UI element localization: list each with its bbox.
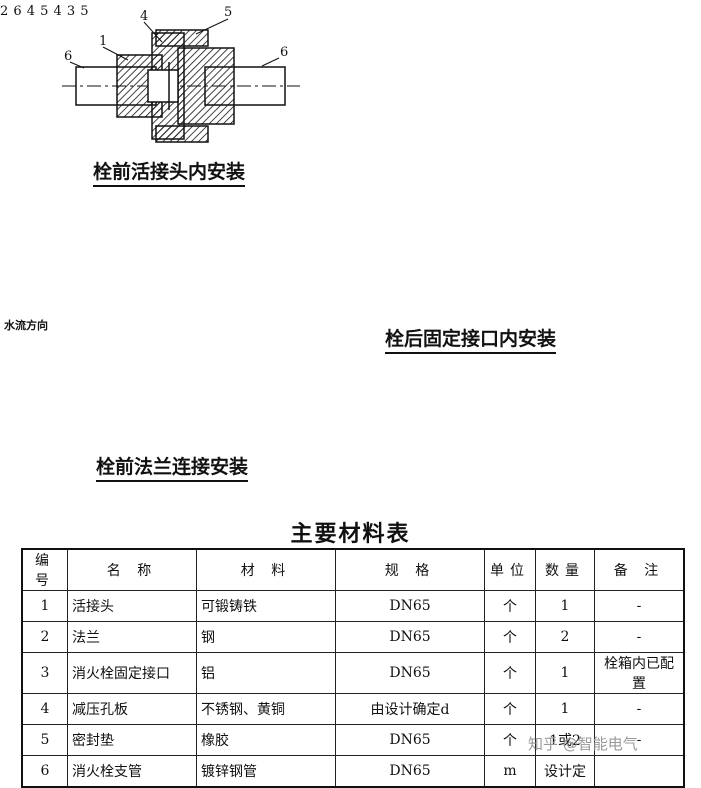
cell-no: 5 bbox=[21, 724, 68, 756]
cell-name: 活接头 bbox=[67, 590, 197, 622]
cell-remark: - bbox=[594, 590, 685, 622]
part-number: 6 bbox=[13, 4, 22, 19]
cell-material: 铝 bbox=[196, 652, 336, 694]
cell-qty: 1 bbox=[535, 590, 595, 622]
cell-spec: DN65 bbox=[335, 724, 485, 756]
cell-no: 2 bbox=[21, 621, 68, 653]
part-number: 5 bbox=[40, 4, 49, 19]
cell-no: 1 bbox=[21, 590, 68, 622]
cell-material: 镀锌钢管 bbox=[196, 755, 336, 788]
installation-drawings: 1 4 5 6 6 bbox=[62, 5, 300, 143]
cell-remark: - bbox=[594, 621, 685, 653]
part-number: 6 bbox=[64, 49, 72, 64]
cell-spec: DN65 bbox=[335, 755, 485, 788]
table-row: 1 活接头 可锻铸铁 DN65 个 1 - bbox=[21, 590, 685, 622]
caption-union-install: 栓前活接头内安装 bbox=[93, 157, 246, 187]
cell-remark bbox=[594, 755, 685, 788]
header-no: 编号 bbox=[21, 548, 68, 591]
cell-qty: 2 bbox=[535, 621, 595, 653]
part-number: 4 bbox=[53, 4, 62, 19]
cell-qty: 设计定 bbox=[535, 755, 595, 788]
cell-name: 密封垫 bbox=[67, 724, 197, 756]
cell-material: 橡胶 bbox=[196, 724, 336, 756]
table-title: 主要材料表 bbox=[290, 522, 411, 547]
cell-material: 不锈钢、黄铜 bbox=[196, 693, 336, 725]
table-header-row: 编号 名 称 材 料 规 格 单位 数量 备 注 bbox=[21, 548, 685, 591]
cell-remark: - bbox=[594, 724, 685, 756]
materials-table: 编号 名 称 材 料 规 格 单位 数量 备 注 1 活接头 可锻铸铁 DN65… bbox=[21, 548, 685, 788]
cell-spec: DN65 bbox=[335, 621, 485, 653]
cell-unit: 个 bbox=[484, 652, 536, 694]
part-number: 6 bbox=[280, 45, 288, 60]
header-remark: 备 注 bbox=[594, 548, 685, 591]
table-row: 4 减压孔板 不锈钢、黄铜 由设计确定d 个 1 - bbox=[21, 693, 685, 725]
cell-unit: 个 bbox=[484, 724, 536, 756]
header-spec: 规 格 bbox=[335, 548, 485, 591]
header-unit: 单位 bbox=[484, 548, 536, 591]
table-row: 6 消火栓支管 镀锌钢管 DN65 m 设计定 bbox=[21, 755, 685, 788]
part-number: 5 bbox=[224, 5, 232, 20]
header-name: 名 称 bbox=[67, 548, 197, 591]
part-number: 5 bbox=[80, 4, 89, 19]
cell-remark: 栓箱内已配置 bbox=[594, 652, 685, 694]
cell-name: 法兰 bbox=[67, 621, 197, 653]
part-number: 4 bbox=[140, 9, 148, 24]
cell-qty: 1 bbox=[535, 652, 595, 694]
cell-no: 6 bbox=[21, 755, 68, 788]
cell-no: 4 bbox=[21, 693, 68, 725]
table-row: 2 法兰 钢 DN65 个 2 - bbox=[21, 621, 685, 653]
cell-qty: 1 bbox=[535, 693, 595, 725]
part-number: 4 bbox=[26, 4, 36, 19]
table-row: 5 密封垫 橡胶 DN65 个 1或2 - bbox=[21, 724, 685, 756]
cell-material: 钢 bbox=[196, 621, 336, 653]
cell-spec: DN65 bbox=[335, 652, 485, 694]
cell-no: 3 bbox=[21, 652, 68, 694]
cell-unit: 个 bbox=[484, 621, 536, 653]
header-material: 材 料 bbox=[196, 548, 336, 591]
cell-name: 消火栓支管 bbox=[67, 755, 197, 788]
cell-name: 减压孔板 bbox=[67, 693, 197, 725]
cell-unit: 个 bbox=[484, 693, 536, 725]
part-number: 1 bbox=[99, 34, 107, 49]
flow-direction-label: 水流方向 bbox=[4, 319, 48, 332]
cell-name: 消火栓固定接口 bbox=[67, 652, 197, 694]
watermark: 知乎 @智能电气 bbox=[528, 735, 638, 753]
header-qty: 数量 bbox=[535, 548, 595, 591]
cell-material: 可锻铸铁 bbox=[196, 590, 336, 622]
cell-spec: DN65 bbox=[335, 590, 485, 622]
cell-unit: m bbox=[484, 755, 536, 788]
union-joint-drawing bbox=[62, 29, 300, 143]
cell-qty: 1或2 bbox=[535, 724, 595, 756]
part-number: 2 bbox=[0, 4, 9, 19]
table-row: 3 消火栓固定接口 铝 DN65 个 1 栓箱内已配置 bbox=[21, 652, 685, 694]
cell-remark: - bbox=[594, 693, 685, 725]
caption-flange-install: 栓前法兰连接安装 bbox=[96, 452, 249, 482]
part-number: 3 bbox=[66, 4, 76, 19]
cell-unit: 个 bbox=[484, 590, 536, 622]
cell-spec: 由设计确定d bbox=[335, 693, 485, 725]
caption-valve-install: 栓后固定接口内安装 bbox=[385, 324, 557, 354]
